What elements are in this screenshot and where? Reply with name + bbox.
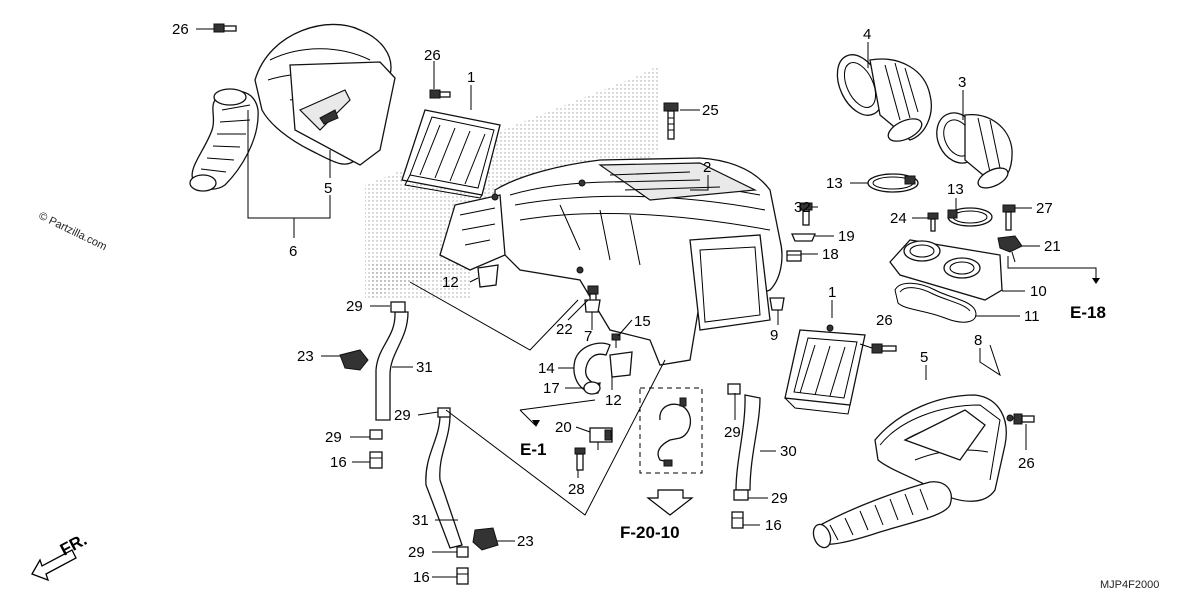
snorkel-tube-left (189, 88, 259, 192)
front-direction-arrow: FR. (31, 530, 90, 582)
callout-21[interactable]: 21 (1044, 238, 1061, 255)
callout-27[interactable]: 27 (1036, 200, 1053, 217)
clip-7 (584, 299, 601, 313)
callout-29[interactable]: 29 (346, 298, 363, 315)
clip-29-left-upper (369, 429, 383, 440)
watermark: © Partzilla.com (37, 210, 109, 253)
callout-8[interactable]: 8 (974, 332, 982, 349)
callout-5[interactable]: 5 (920, 349, 928, 366)
plug-23-upper (339, 349, 369, 371)
callout-31[interactable]: 31 (412, 512, 429, 529)
reference-e18[interactable]: E-18 (1070, 303, 1106, 322)
grommet-19 (791, 233, 816, 242)
clamp-17 (583, 381, 601, 395)
air-intake-duct-left (254, 23, 396, 166)
connecting-tube-10 (889, 239, 1003, 301)
drain-hose-30 (727, 383, 761, 501)
callout-9[interactable]: 9 (770, 327, 778, 344)
callout-29[interactable]: 29 (325, 429, 342, 446)
bolt-26-right (871, 343, 897, 354)
callout-24[interactable]: 24 (890, 210, 907, 227)
plug-23-lower (472, 527, 499, 551)
snorkel-tube-right (812, 481, 952, 549)
reference-e1[interactable]: E-1 (520, 440, 546, 459)
plug-16-left-lower (456, 567, 469, 585)
callouts: 26 26 1 5 6 25 2 4 3 13 13 32 19 18 24 2… (172, 21, 1061, 586)
callout-30[interactable]: 30 (780, 443, 797, 460)
callout-18[interactable]: 18 (822, 246, 839, 263)
callout-13[interactable]: 13 (826, 175, 843, 192)
drain-hose-upper (375, 301, 409, 421)
callout-13[interactable]: 13 (947, 181, 964, 198)
callout-23[interactable]: 23 (297, 348, 314, 365)
sensor-21 (997, 235, 1023, 263)
bolt-27 (1002, 204, 1016, 231)
packing-12-right (609, 351, 633, 378)
callout-17[interactable]: 17 (543, 380, 560, 397)
callout-26[interactable]: 26 (172, 21, 189, 38)
callout-11[interactable]: 11 (1024, 308, 1040, 325)
callout-19[interactable]: 19 (838, 228, 855, 245)
bolt-28 (574, 447, 586, 471)
leader-lines (196, 28, 1100, 578)
inset-box (639, 387, 703, 516)
clamp-13-lower (947, 207, 993, 227)
bolt-26-lower-right (1013, 413, 1035, 425)
callout-26[interactable]: 26 (424, 47, 441, 64)
clamp-13-upper (867, 173, 919, 193)
callout-15[interactable]: 15 (634, 313, 651, 330)
callout-32[interactable]: 32 (794, 199, 811, 216)
air-filter-element-lower (784, 324, 866, 415)
callout-20[interactable]: 20 (555, 419, 572, 436)
sensor-20 (589, 427, 613, 450)
bolt-24 (927, 212, 939, 232)
callout-4[interactable]: 4 (863, 26, 871, 43)
callout-16[interactable]: 16 (413, 569, 430, 586)
bolt-26-top-left (213, 23, 237, 33)
callout-6[interactable]: 6 (289, 243, 297, 260)
callout-1[interactable]: 1 (467, 69, 475, 86)
bolt-25 (663, 102, 679, 140)
callout-31[interactable]: 31 (416, 359, 433, 376)
callout-25[interactable]: 25 (702, 102, 719, 119)
callout-29[interactable]: 29 (771, 490, 788, 507)
callout-29[interactable]: 29 (408, 544, 425, 561)
callout-23[interactable]: 23 (517, 533, 534, 550)
callout-29[interactable]: 29 (724, 424, 741, 441)
screw-15 (611, 333, 621, 348)
intake-duct-4 (836, 54, 932, 142)
collar-18 (786, 250, 802, 262)
callout-2[interactable]: 2 (703, 159, 711, 176)
plug-16-left-upper (369, 451, 383, 469)
intake-duct-3 (936, 112, 1013, 189)
diagram-code: MJP4F2000 (1100, 579, 1159, 591)
plug-16-right (731, 511, 744, 529)
callout-5[interactable]: 5 (324, 180, 332, 197)
callout-16[interactable]: 16 (765, 517, 782, 534)
air-intake-duct-right (874, 394, 1014, 502)
callout-7[interactable]: 7 (584, 328, 592, 345)
callout-10[interactable]: 10 (1030, 283, 1047, 300)
reference-f2010[interactable]: F-20-10 (620, 523, 680, 542)
callout-28[interactable]: 28 (568, 481, 585, 498)
bolt-26-top-center (429, 89, 451, 99)
callout-29[interactable]: 29 (394, 407, 411, 424)
callout-14[interactable]: 14 (538, 360, 555, 377)
drain-hose-lower (425, 407, 463, 549)
grommet-9 (769, 297, 785, 311)
packing-12-left (477, 264, 499, 288)
callout-26[interactable]: 26 (876, 312, 893, 329)
seal-11 (894, 282, 977, 323)
callout-3[interactable]: 3 (958, 74, 966, 91)
callout-12[interactable]: 12 (442, 274, 459, 291)
clip-29-left-lower (456, 546, 469, 558)
callout-22[interactable]: 22 (556, 321, 573, 338)
air-cleaner-housing (439, 157, 783, 366)
callout-26[interactable]: 26 (1018, 455, 1035, 472)
callout-16[interactable]: 16 (330, 454, 347, 471)
callout-1[interactable]: 1 (828, 284, 836, 301)
air-filter-element-upper (401, 109, 501, 199)
callout-12[interactable]: 12 (605, 392, 622, 409)
